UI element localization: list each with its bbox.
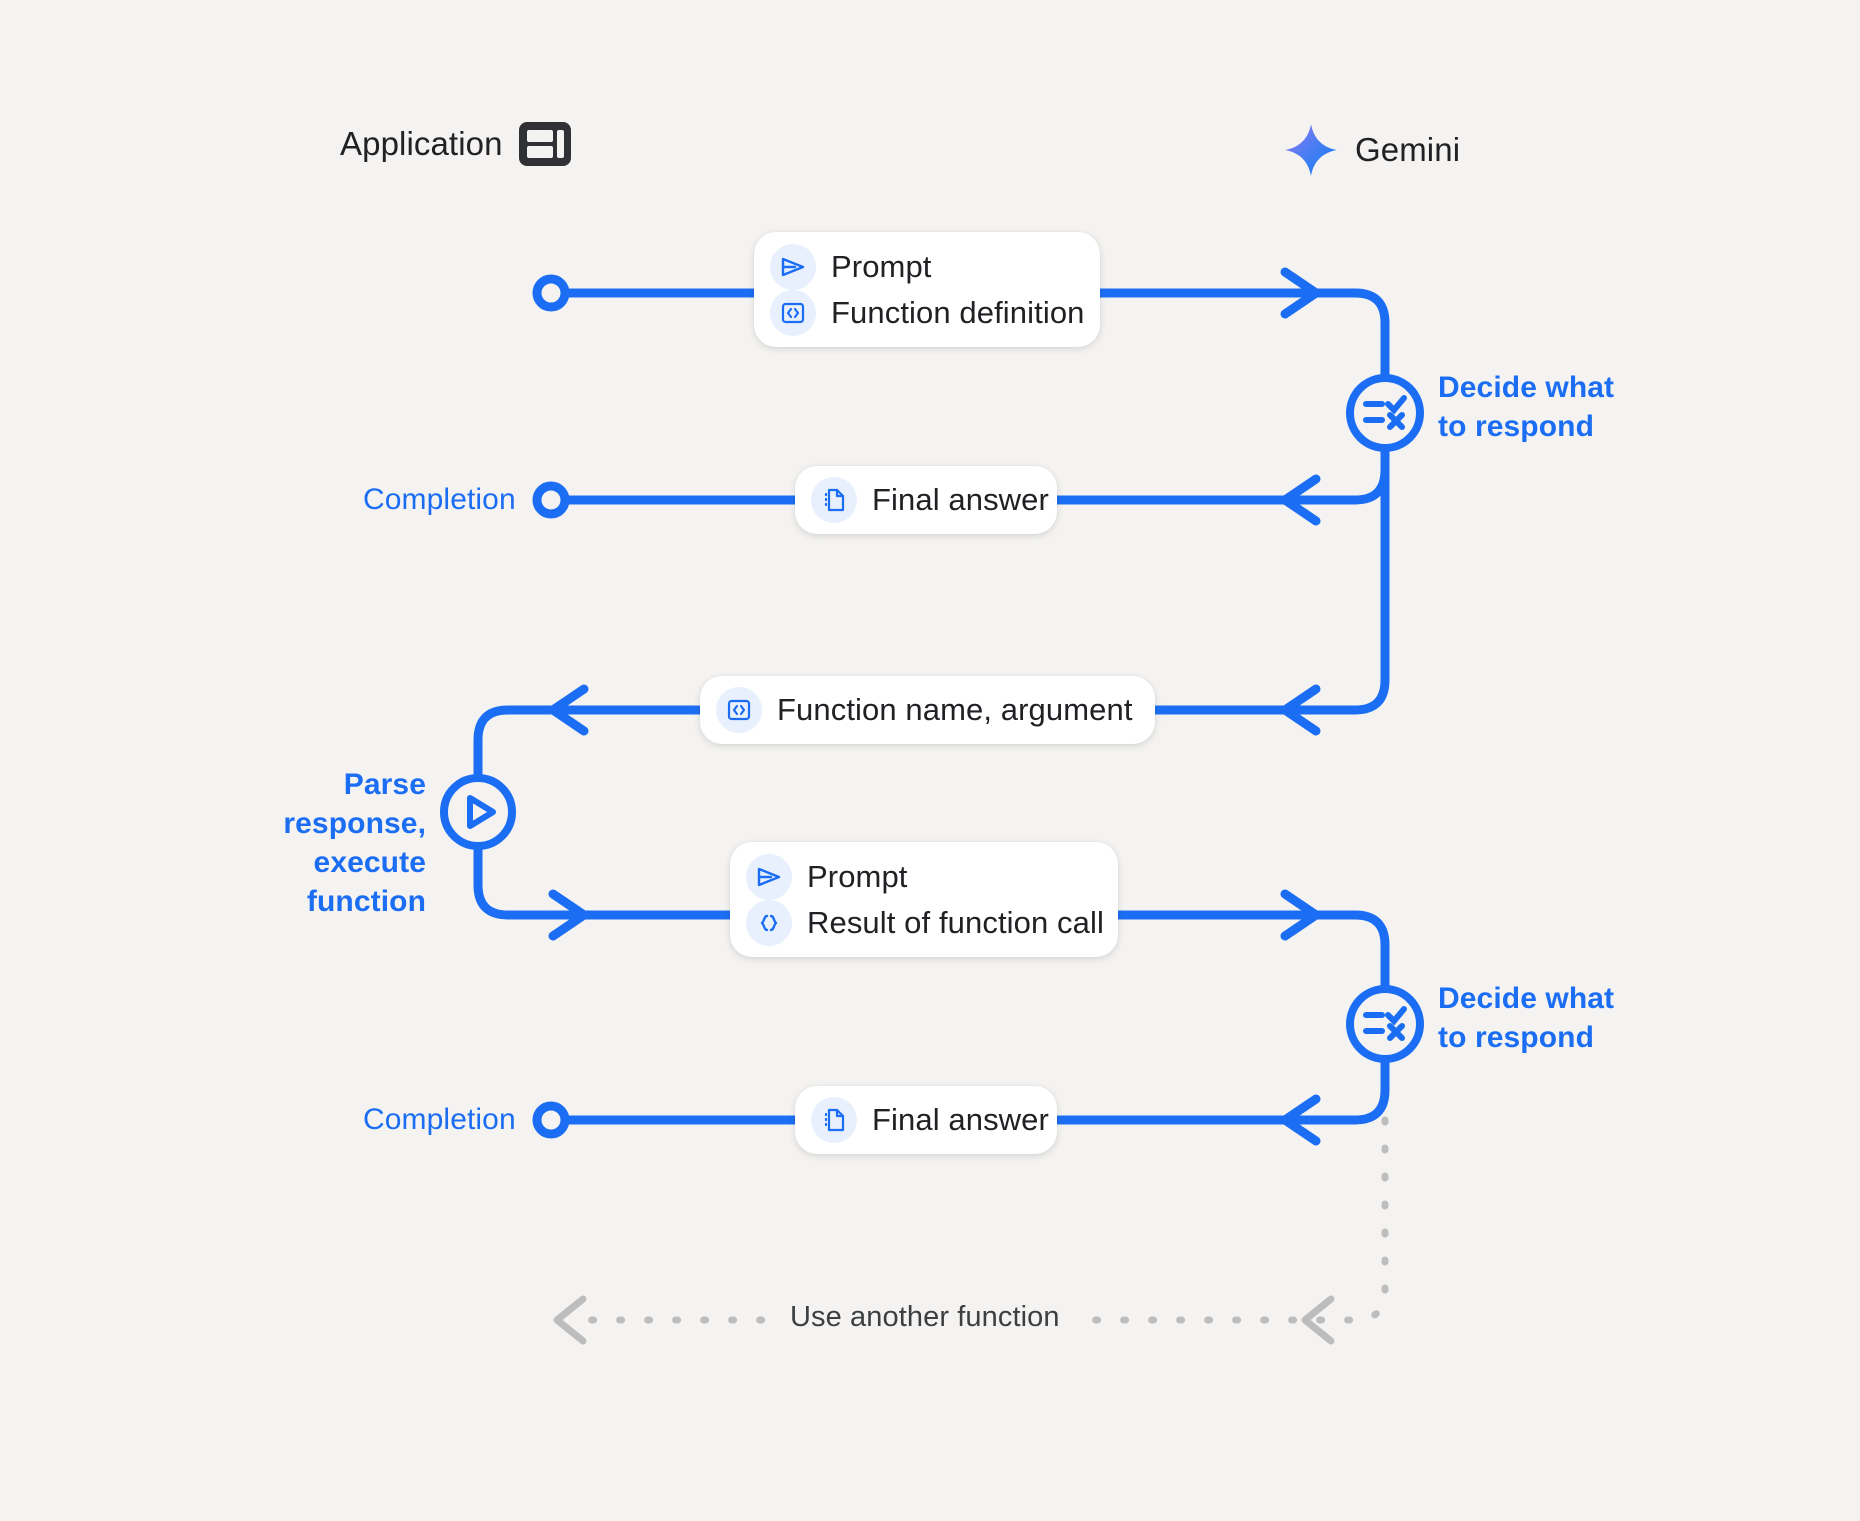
bubble-final-answer-2[interactable]: Final answer (795, 1086, 1057, 1154)
bubble-row: Final answer (811, 477, 1049, 523)
checklist-decision-icon-1 (1346, 374, 1424, 452)
wire-app-elbow-down (473, 705, 556, 785)
dashed-loop-vertical (562, 1116, 1389, 1324)
bubble-row: Function definition (770, 289, 1084, 336)
arrowhead-function-name (1280, 684, 1321, 736)
wire-gemini-elbow-1 (1295, 288, 1390, 383)
arrowhead-to-gemini-1 (1280, 267, 1321, 319)
wire-decide2-to-final (1295, 1053, 1390, 1125)
bubble-row-text: Prompt (831, 248, 932, 284)
column-label-gemini: Gemini (1355, 131, 1461, 168)
annotation-decide-2: Decide what to respond (1438, 982, 1615, 1054)
column-header-gemini: Gemini (1283, 122, 1460, 178)
document-icon (811, 1097, 857, 1143)
document-icon (811, 477, 857, 523)
bubble-row-text: Prompt (807, 858, 908, 894)
dashed-arrowhead-application (553, 1295, 587, 1345)
dashboard-layout-icon (518, 122, 571, 166)
label-completion-1: Completion (363, 483, 516, 516)
annotation-parse-execute: Parse response, execute function (283, 768, 426, 918)
send-prompt-icon (770, 243, 816, 290)
bubble-row: Prompt (746, 853, 1092, 900)
code-brackets-icon (770, 289, 816, 336)
origin-dot-prompt (532, 274, 570, 312)
column-label-application: Application (340, 125, 503, 162)
bubble-row-text: Final answer (872, 482, 1049, 517)
bubble-row: Result of function call (746, 899, 1104, 946)
bubble-prompt-function-definition[interactable]: Prompt Function definition (754, 232, 1100, 347)
label-use-another-function: Use another function (774, 1301, 1076, 1334)
bubble-row: Final answer (811, 1097, 1049, 1143)
column-header-application: Application (340, 122, 571, 166)
origin-dot-completion-1 (532, 481, 570, 519)
bubble-row: Function name, argument (716, 687, 1132, 733)
gemini-sparkle-icon (1283, 122, 1339, 178)
bubble-row: Prompt (770, 243, 1074, 290)
send-prompt-icon (746, 853, 792, 900)
bubble-prompt-result-of-function-call[interactable]: Prompt Result of function call (730, 842, 1118, 957)
arrowhead-to-gemini-2 (1280, 889, 1321, 941)
curly-braces-icon (746, 899, 792, 946)
wire-decide1-to-final (1295, 443, 1390, 505)
arrowhead-app-to-gemini-2 (548, 889, 589, 941)
bubble-function-name-argument[interactable]: Function name, argument (700, 676, 1155, 744)
bubble-row-text: Function name, argument (777, 692, 1133, 727)
bubble-final-answer-1[interactable]: Final answer (795, 466, 1057, 534)
wire-decide1-to-funcname (1295, 443, 1390, 715)
bubble-row-text: Result of function call (807, 904, 1104, 940)
code-brackets-icon (716, 687, 762, 733)
arrowhead-final-answer-1 (1280, 474, 1321, 526)
wire-gemini-elbow-2 (1295, 910, 1390, 995)
bubble-row-text: Final answer (872, 1102, 1049, 1137)
arrowhead-func-to-app (548, 684, 589, 736)
checklist-decision-icon-2 (1346, 985, 1424, 1063)
arrowhead-final-answer-2 (1280, 1094, 1321, 1146)
play-execute-icon (440, 774, 516, 850)
origin-dot-completion-2 (532, 1101, 570, 1139)
dashed-arrowhead-gemini (1301, 1295, 1335, 1345)
annotation-decide-1: Decide what to respond (1438, 371, 1615, 443)
wire-app-elbow-up (473, 840, 556, 920)
bubble-row-text: Function definition (831, 294, 1085, 330)
label-completion-2: Completion (363, 1103, 516, 1136)
